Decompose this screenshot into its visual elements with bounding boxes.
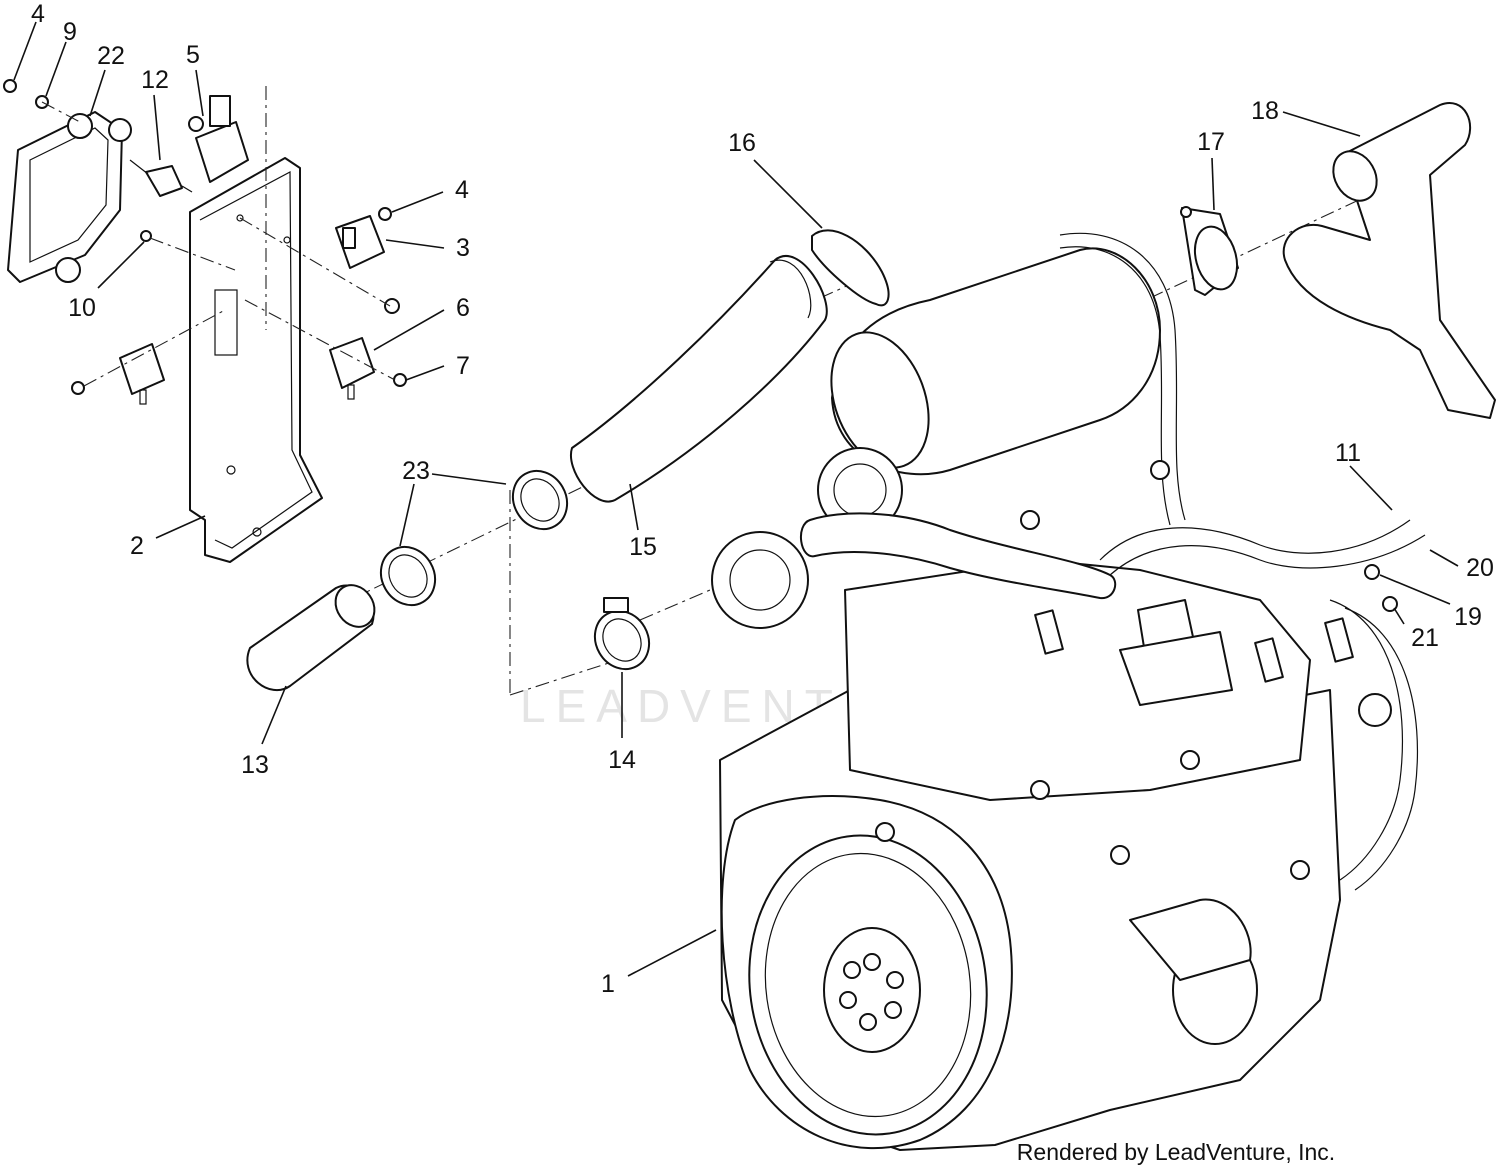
callout-13: 13 xyxy=(241,685,287,779)
relay-mount-plate[interactable] xyxy=(189,157,323,563)
svg-text:13: 13 xyxy=(241,751,269,779)
svg-text:19: 19 xyxy=(1454,603,1482,631)
svg-text:22: 22 xyxy=(97,42,125,70)
svg-text:20: 20 xyxy=(1466,554,1494,582)
svg-text:12: 12 xyxy=(141,66,169,94)
callout-16: 16 xyxy=(728,129,823,229)
relay-left[interactable] xyxy=(119,343,165,405)
svg-text:15: 15 xyxy=(629,533,657,561)
svg-text:9: 9 xyxy=(63,18,77,46)
svg-text:1: 1 xyxy=(601,970,615,998)
callout-14: 14 xyxy=(608,672,636,774)
svg-text:18: 18 xyxy=(1251,97,1279,125)
callout-22: 22 xyxy=(89,42,125,117)
relay-right-lower[interactable] xyxy=(329,337,375,400)
engine-assembly[interactable] xyxy=(711,232,1426,1151)
svg-text:14: 14 xyxy=(608,746,636,774)
svg-text:6: 6 xyxy=(456,294,470,322)
svg-text:3: 3 xyxy=(456,234,470,262)
exhaust-pipe-18[interactable] xyxy=(1282,102,1496,419)
callout-18: 18 xyxy=(1251,97,1361,137)
relay-right-upper[interactable] xyxy=(335,215,385,269)
callout-21: 21 xyxy=(1393,607,1439,652)
callout-23: 23 xyxy=(399,457,507,547)
svg-text:5: 5 xyxy=(186,41,200,69)
callout-11: 11 xyxy=(1335,439,1393,511)
hose-clamp-23b[interactable] xyxy=(502,461,577,539)
svg-text:4: 4 xyxy=(455,176,469,204)
svg-text:10: 10 xyxy=(68,294,96,322)
svg-text:4: 4 xyxy=(31,0,45,28)
svg-text:23: 23 xyxy=(402,457,430,485)
svg-text:17: 17 xyxy=(1197,128,1225,156)
callout-15: 15 xyxy=(629,483,657,561)
callout-12: 12 xyxy=(141,66,169,161)
render-credit: Rendered by LeadVenture, Inc. xyxy=(1017,1139,1335,1165)
intake-hose-13[interactable] xyxy=(246,578,382,692)
intake-hose-15[interactable] xyxy=(569,255,828,503)
callout-1: 1 xyxy=(601,929,717,998)
callout-6: 6 xyxy=(373,294,470,351)
bracket-17[interactable] xyxy=(1180,206,1244,296)
callout-20: 20 xyxy=(1429,549,1494,582)
callout-2: 2 xyxy=(130,515,206,560)
svg-text:21: 21 xyxy=(1411,624,1439,652)
gasket-16[interactable] xyxy=(811,229,890,307)
callout-9: 9 xyxy=(45,18,77,97)
hardware-nuts xyxy=(3,79,407,395)
hose-clamp-23a[interactable] xyxy=(370,537,445,615)
callout-5: 5 xyxy=(186,41,204,117)
callout-4-left: 4 xyxy=(13,0,45,81)
controller-module[interactable] xyxy=(7,111,132,283)
svg-text:2: 2 xyxy=(130,532,144,560)
relay-upper[interactable] xyxy=(188,95,249,183)
callout-19: 19 xyxy=(1379,574,1482,631)
fuse-holder[interactable] xyxy=(129,159,193,197)
callout-17: 17 xyxy=(1197,128,1225,211)
svg-text:16: 16 xyxy=(728,129,756,157)
callout-10: 10 xyxy=(68,241,145,322)
callout-3: 3 xyxy=(385,234,470,262)
svg-text:7: 7 xyxy=(456,352,470,380)
hose-clamp-14[interactable] xyxy=(584,597,659,679)
callout-7: 7 xyxy=(405,352,470,381)
callout-4-right: 4 xyxy=(391,176,469,213)
svg-text:11: 11 xyxy=(1335,439,1361,467)
